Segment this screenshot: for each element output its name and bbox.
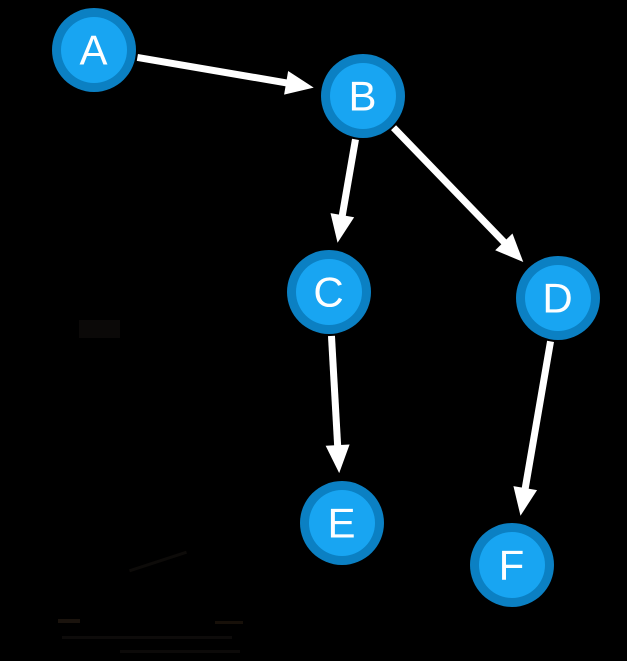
node-label: F (499, 542, 526, 589)
node-label: E (327, 500, 356, 547)
node-disc (330, 63, 396, 129)
node-F: F (470, 523, 554, 607)
arrowhead-icon (330, 213, 355, 243)
node-label: C (313, 269, 344, 316)
node-disc (296, 259, 362, 325)
arrowhead-icon (513, 486, 538, 516)
arrowhead-icon (325, 444, 350, 474)
node-A: A (52, 8, 136, 92)
node-disc (525, 265, 591, 331)
edge-line (521, 340, 554, 491)
arrowhead-icon (495, 233, 524, 263)
node-C: C (287, 250, 371, 334)
edge-line (338, 138, 359, 218)
edge-A-B (136, 53, 314, 95)
edge-line (391, 125, 508, 246)
node-disc (61, 17, 127, 83)
node-B: B (321, 54, 405, 138)
node-D: D (516, 256, 600, 340)
node-disc (309, 490, 375, 556)
node-label: B (348, 73, 377, 120)
edge-B-D (391, 125, 524, 263)
node-E: E (300, 481, 384, 565)
edge-D-F (513, 340, 554, 516)
node-disc (479, 532, 545, 598)
edge-line (136, 53, 289, 87)
edge-C-E (325, 335, 350, 474)
node-label: A (79, 27, 108, 74)
node-label: D (542, 275, 573, 322)
edge-B-C (330, 138, 359, 243)
arrowhead-icon (284, 71, 314, 95)
edge-line (327, 335, 342, 448)
